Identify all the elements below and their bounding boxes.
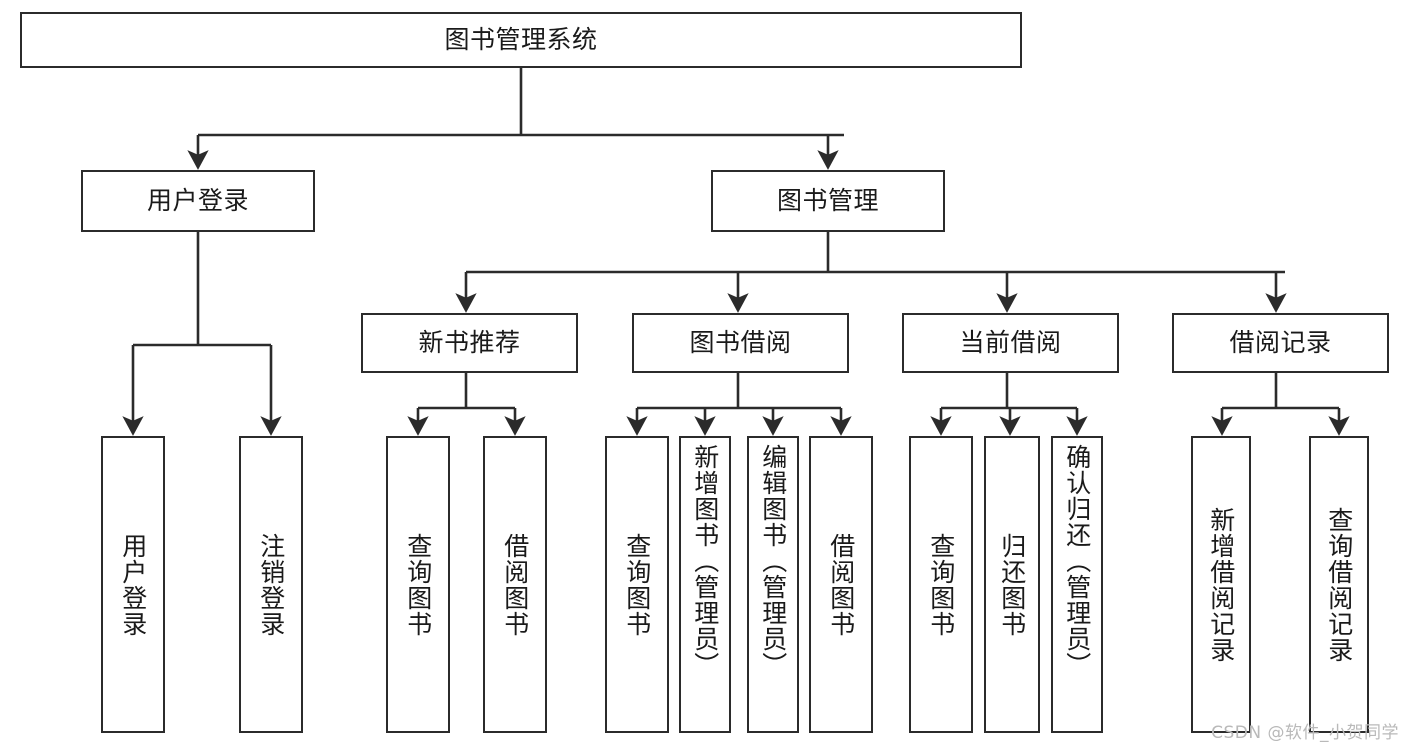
leaf-new-book-query[interactable]: 查询图书 (386, 436, 450, 733)
leaf-book-borrow-edit-wrap: 编辑图书（管理员） (749, 438, 797, 731)
leaf-current-borrow-confirm[interactable]: 确认归还（管理员） (1051, 436, 1103, 733)
node-book-borrow-label: 图书借阅 (689, 328, 792, 358)
leaf-book-borrow-add-label: 新增图书（管理员） (690, 444, 720, 678)
leaf-new-book-borrow-wrap: 借阅图书 (485, 438, 545, 731)
leaf-current-borrow-confirm-wrap: 确认归还（管理员） (1053, 438, 1101, 731)
leaf-new-book-borrow[interactable]: 借阅图书 (483, 436, 547, 733)
leaf-user-login-login[interactable]: 用户登录 (101, 436, 165, 733)
leaf-book-borrow-borrow[interactable]: 借阅图书 (809, 436, 873, 733)
leaf-current-borrow-query-label: 查询图书 (926, 532, 956, 637)
node-root-label: 图书管理系统 (444, 25, 598, 55)
leaf-book-borrow-add[interactable]: 新增图书（管理员） (679, 436, 731, 733)
leaf-user-login-login-label: 用户登录 (118, 532, 148, 637)
node-user-login[interactable]: 用户登录 (81, 170, 315, 232)
node-current-borrow[interactable]: 当前借阅 (902, 313, 1119, 373)
leaf-borrow-record-add-label: 新增借阅记录 (1206, 506, 1236, 663)
leaf-book-borrow-edit-label: 编辑图书（管理员） (758, 444, 788, 678)
node-new-book-recommend-label: 新书推荐 (418, 328, 521, 358)
leaf-current-borrow-return[interactable]: 归还图书 (984, 436, 1040, 733)
csdn-watermark: CSDN @软件_小贺同学 (1211, 723, 1399, 743)
leaf-borrow-record-add-wrap: 新增借阅记录 (1193, 438, 1249, 731)
node-book-management-label: 图书管理 (776, 186, 879, 216)
node-book-borrow[interactable]: 图书借阅 (632, 313, 849, 373)
leaf-borrow-record-query-wrap: 查询借阅记录 (1311, 438, 1367, 731)
leaf-borrow-record-add[interactable]: 新增借阅记录 (1191, 436, 1251, 733)
leaf-new-book-borrow-label: 借阅图书 (500, 532, 530, 637)
leaf-book-borrow-borrow-wrap: 借阅图书 (811, 438, 871, 731)
leaf-user-login-logout-wrap: 注销登录 (241, 438, 301, 731)
leaf-book-borrow-edit[interactable]: 编辑图书（管理员） (747, 436, 799, 733)
leaf-current-borrow-return-label: 归还图书 (997, 532, 1027, 637)
node-borrow-record[interactable]: 借阅记录 (1172, 313, 1389, 373)
leaf-current-borrow-return-wrap: 归还图书 (986, 438, 1038, 731)
leaf-current-borrow-confirm-label: 确认归还（管理员） (1062, 444, 1092, 678)
leaf-current-borrow-query-wrap: 查询图书 (911, 438, 971, 731)
leaf-new-book-query-wrap: 查询图书 (388, 438, 448, 731)
node-new-book-recommend[interactable]: 新书推荐 (361, 313, 578, 373)
node-borrow-record-label: 借阅记录 (1229, 328, 1332, 358)
node-root-system[interactable]: 图书管理系统 (20, 12, 1022, 68)
leaf-book-borrow-query-wrap: 查询图书 (607, 438, 667, 731)
leaf-book-borrow-query[interactable]: 查询图书 (605, 436, 669, 733)
node-user-login-label: 用户登录 (146, 186, 249, 216)
leaf-user-login-logout-label: 注销登录 (256, 532, 286, 637)
leaf-book-borrow-query-label: 查询图书 (622, 532, 652, 637)
leaf-borrow-record-query[interactable]: 查询借阅记录 (1309, 436, 1369, 733)
leaf-book-borrow-borrow-label: 借阅图书 (826, 532, 856, 637)
leaf-book-borrow-add-wrap: 新增图书（管理员） (681, 438, 729, 731)
leaf-user-login-login-wrap: 用户登录 (103, 438, 163, 731)
node-book-management[interactable]: 图书管理 (711, 170, 945, 232)
leaf-user-login-logout[interactable]: 注销登录 (239, 436, 303, 733)
leaf-current-borrow-query[interactable]: 查询图书 (909, 436, 973, 733)
node-current-borrow-label: 当前借阅 (959, 328, 1062, 358)
leaf-borrow-record-query-label: 查询借阅记录 (1324, 506, 1354, 663)
leaf-new-book-query-label: 查询图书 (403, 532, 433, 637)
